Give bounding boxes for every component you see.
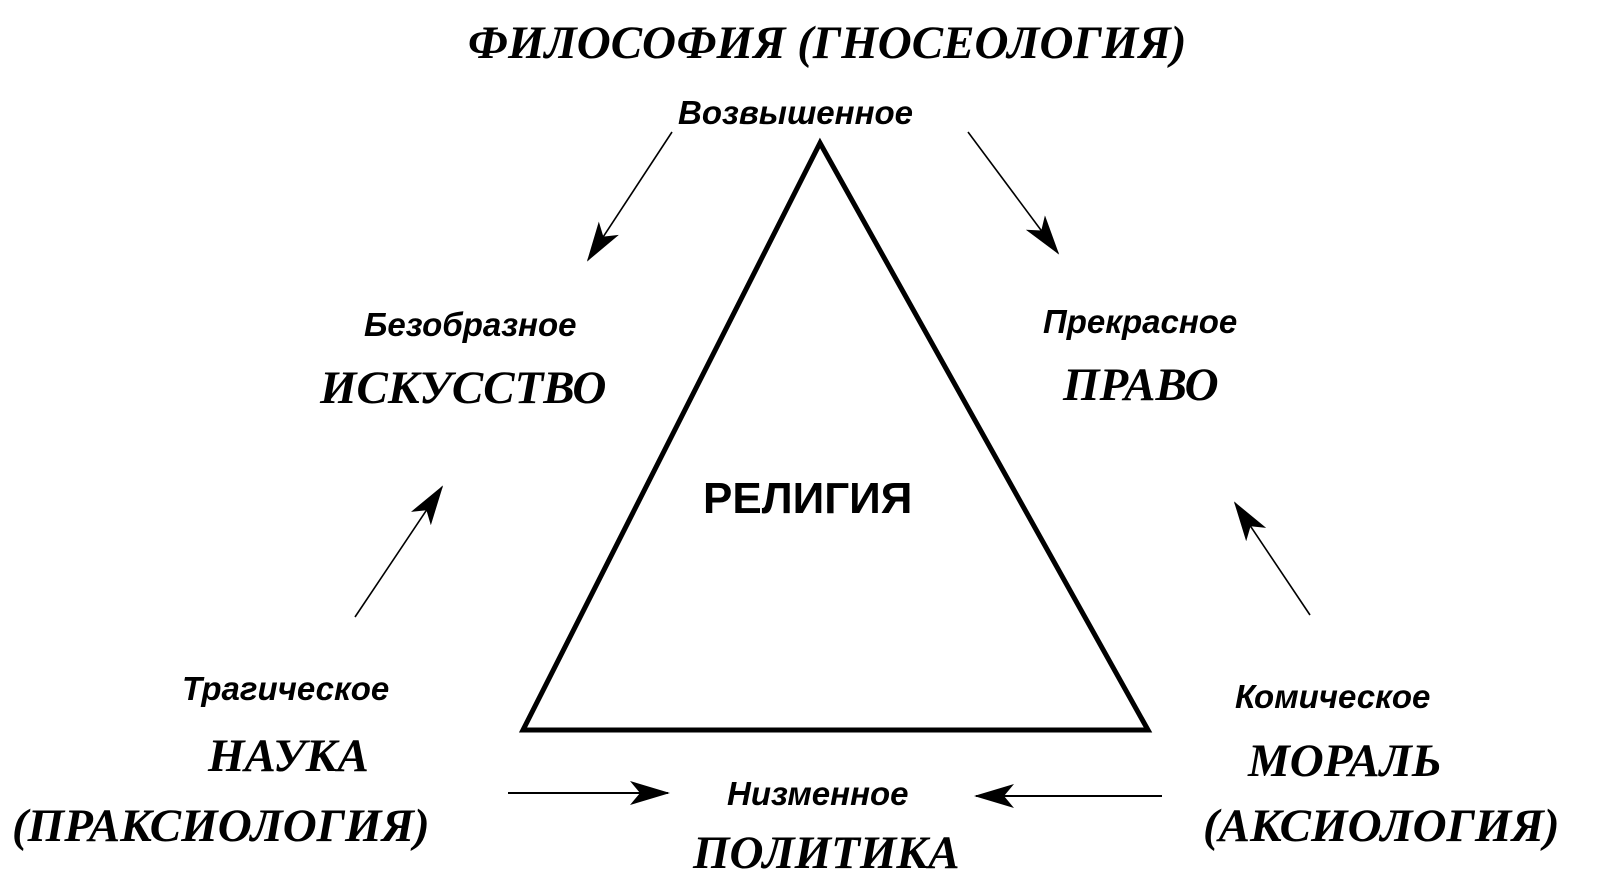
bottom-domain: ПОЛИТИКА [693, 827, 960, 879]
religion-triangle [518, 137, 1153, 733]
center-label: РЕЛИГИЯ [703, 474, 913, 523]
right-bottom-quality: Комическое [1235, 678, 1431, 715]
arrow-tragic-to-ugly [354, 485, 444, 618]
left-top-quality: Безобразное [364, 306, 577, 343]
arrow-comic-to-beautiful [1233, 501, 1311, 616]
right-bottom-subdomain: (АКСИОЛОГИЯ) [1203, 800, 1560, 852]
left-bottom-subdomain: (ПРАКСИОЛОГИЯ) [12, 800, 430, 852]
left-bottom-domain: НАУКА [208, 730, 369, 782]
right-bottom-domain: МОРАЛЬ [1248, 735, 1442, 787]
apex-label: Возвышенное [678, 94, 914, 131]
bottom-quality: Низменное [727, 775, 909, 812]
right-top-quality: Прекрасное [1043, 303, 1238, 340]
arrow-sublime-to-beautiful [967, 131, 1060, 255]
left-bottom-quality: Трагическое [182, 670, 390, 707]
left-top-domain: ИСКУССТВО [320, 362, 607, 414]
diagram-title: ФИЛОСОФИЯ (ГНОСЕОЛОГИЯ) [468, 17, 1187, 69]
arrow-sublime-to-ugly [586, 131, 673, 262]
right-top-domain: ПРАВО [1063, 359, 1219, 411]
